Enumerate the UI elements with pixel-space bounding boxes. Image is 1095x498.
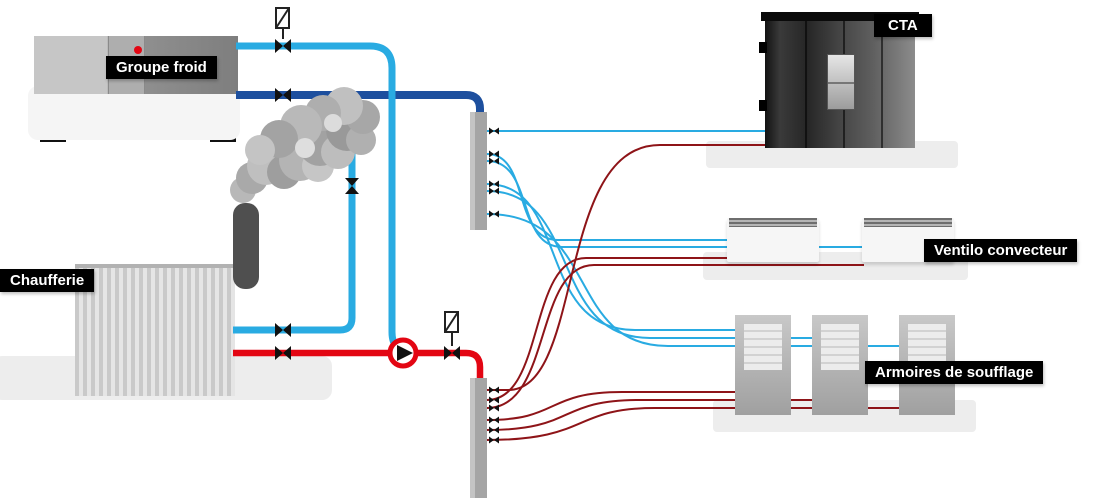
valve-icon — [275, 346, 291, 360]
cold-manifold — [470, 112, 487, 230]
manifold-port-valves — [489, 127, 499, 444]
cta-hinge — [759, 42, 767, 53]
supply-air-cabinet-2 — [812, 315, 868, 415]
valve-icon — [275, 39, 291, 53]
chiller-platform — [28, 86, 240, 140]
valve-icon — [275, 88, 291, 102]
valve-icon — [444, 346, 460, 360]
hot-distribution-lines — [486, 144, 904, 441]
chimney — [233, 203, 259, 289]
fan-coil-unit-1 — [727, 218, 819, 262]
valve-icon — [345, 178, 359, 194]
chiller-label: Groupe froid — [106, 56, 217, 79]
boiler-radiator — [75, 264, 235, 396]
cta-panel-separator — [805, 21, 807, 148]
chiller-status-light — [134, 46, 142, 54]
supply-air-cabinet-1 — [735, 315, 791, 415]
control-valve-actuator — [444, 311, 459, 346]
cta-door-panel — [827, 54, 855, 110]
boiler-return-pipe — [233, 138, 356, 334]
smoke-cloud — [230, 87, 380, 203]
valve-icon — [275, 323, 291, 337]
control-valve-actuator — [275, 7, 290, 39]
shutoff-valves — [275, 39, 460, 360]
fan-coil-label: Ventilo convecteur — [924, 239, 1078, 262]
cta-label: CTA — [874, 14, 932, 37]
cta-panel-separator — [881, 21, 883, 148]
boiler-label: Chaufferie — [0, 269, 95, 292]
chilled-return-pipe — [236, 91, 484, 121]
cta-top-cap — [761, 12, 919, 21]
hot-manifold — [470, 378, 487, 498]
pump-icon — [387, 337, 419, 369]
hot-supply-pipe — [233, 349, 484, 380]
cold-distribution-lines — [486, 130, 904, 347]
cta-hinge — [759, 100, 767, 111]
cabinets-label: Armoires de soufflage — [865, 361, 1044, 384]
